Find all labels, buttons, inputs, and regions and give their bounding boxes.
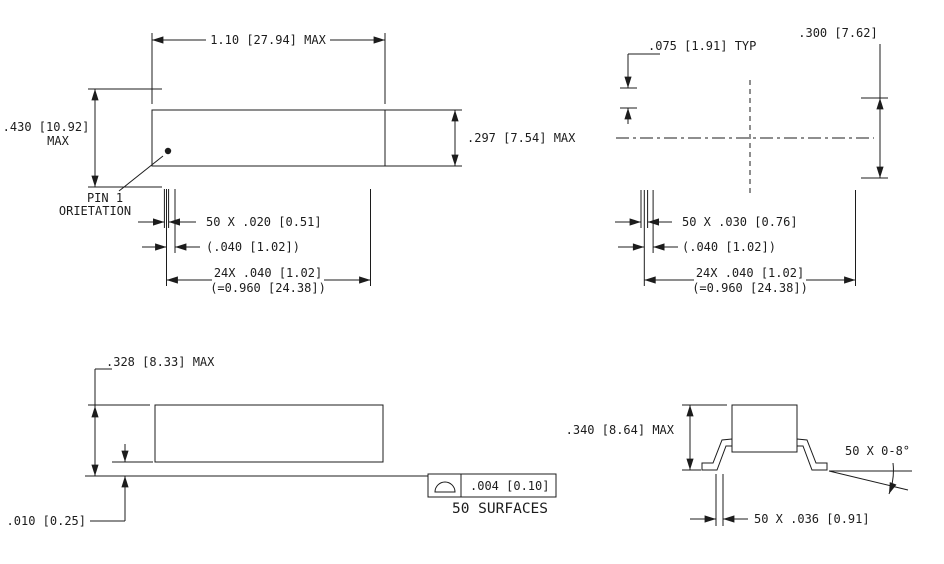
dim-pitch-span-label-2: (=0.960 [24.38]) <box>210 281 326 295</box>
dim-body-width: .297 [7.54] MAX <box>385 109 576 167</box>
dim-standoff-label: .010 [0.25] <box>7 514 86 528</box>
side-view: .328 [8.33] MAX .010 [0.25] .004 [0.10] … <box>7 355 557 528</box>
dim-pad-width: 50 X .030 [0.76] <box>615 190 798 229</box>
dim-end-height-label: .340 [8.64] MAX <box>566 423 675 437</box>
dim-side-height: .328 [8.33] MAX <box>88 355 215 476</box>
side-view-lead-row <box>164 462 372 476</box>
dim-standoff: .010 [0.25] <box>7 444 153 528</box>
dim-pitch-span: 24X .040 [1.02] (=0.960 [24.38]) <box>166 189 371 295</box>
dim-pad-pitch: (.040 [1.02]) <box>618 190 776 286</box>
pin1-callout: PIN 1 ORIETATION <box>59 155 164 218</box>
dim-body-width-label: .297 [7.54] MAX <box>467 131 576 145</box>
coplanarity-note-label: 50 SURFACES <box>452 501 548 517</box>
dim-pad-length-label: .075 [1.91] TYP <box>648 39 756 53</box>
dim-pad-span-label-2: (=0.960 [24.38]) <box>692 281 808 295</box>
top-view: 1.10 [27.94] MAX .430 [10.92] MAX .297 [… <box>3 33 576 295</box>
dim-overall-height-label-1: .430 [10.92] <box>3 120 90 134</box>
top-view-lead-row-lower <box>164 166 372 187</box>
dim-side-height-label: .328 [8.33] MAX <box>106 355 215 369</box>
dim-row-spacing: .300 [7.62] <box>798 26 888 179</box>
dim-lead-angle-label: 50 X 0-8° <box>845 444 910 458</box>
dim-pitch-span-label-1: 24X .040 [1.02] <box>214 266 322 280</box>
side-view-package-body <box>154 404 384 463</box>
dim-lead-width: 50 X .020 [0.51] <box>138 189 322 229</box>
top-view-package-body <box>151 109 386 167</box>
dim-lead-pitch: (.040 [1.02]) <box>142 189 300 286</box>
pin1-label-line2: ORIETATION <box>59 204 131 218</box>
dim-lead-width-label: 50 X .020 [0.51] <box>206 215 322 229</box>
dim-overall-width-label: 1.10 [27.94] MAX <box>210 33 326 47</box>
coplanarity-value-label: .004 [0.10] <box>470 479 549 493</box>
dim-lead-thickness: 50 X .036 [0.91] <box>690 474 870 526</box>
dim-overall-height: .430 [10.92] MAX <box>3 88 162 188</box>
end-view: .340 [8.64] MAX 50 X 0-8° 50 X .036 [0.9… <box>566 404 912 526</box>
dim-pad-span-label-1: 24X .040 [1.02] <box>696 266 804 280</box>
land-pattern-view: .075 [1.91] TYP .300 [7.62] 50 X .030 [0… <box>615 26 888 295</box>
seating-plane-symbol-icon <box>434 481 456 493</box>
dim-pad-width-label: 50 X .030 [0.76] <box>682 215 798 229</box>
dim-end-height: .340 [8.64] MAX <box>566 404 727 471</box>
dim-pad-span: 24X .040 [1.02] (=0.960 [24.38]) <box>644 190 856 295</box>
end-view-left-lead <box>701 438 733 471</box>
end-view-right-lead <box>796 438 828 471</box>
dim-pad-length: .075 [1.91] TYP <box>620 39 756 124</box>
top-view-lead-row-upper <box>164 89 372 110</box>
pin1-label-line1: PIN 1 <box>87 191 123 205</box>
dim-lead-pitch-label: (.040 [1.02]) <box>206 240 300 254</box>
dim-lead-angle: 50 X 0-8° <box>828 444 912 495</box>
dim-lead-thickness-label: 50 X .036 [0.91] <box>754 512 870 526</box>
coplanarity-frame <box>427 473 557 498</box>
dim-row-spacing-label: .300 [7.62] <box>798 26 877 40</box>
dim-overall-width: 1.10 [27.94] MAX <box>151 33 386 104</box>
dim-pad-pitch-label: (.040 [1.02]) <box>682 240 776 254</box>
end-view-package-body <box>731 404 798 453</box>
coplanarity-callout: .004 [0.10] 50 SURFACES <box>427 473 557 517</box>
pin1-indicator-dot <box>164 147 172 155</box>
dim-overall-height-label-2: MAX <box>47 134 69 148</box>
